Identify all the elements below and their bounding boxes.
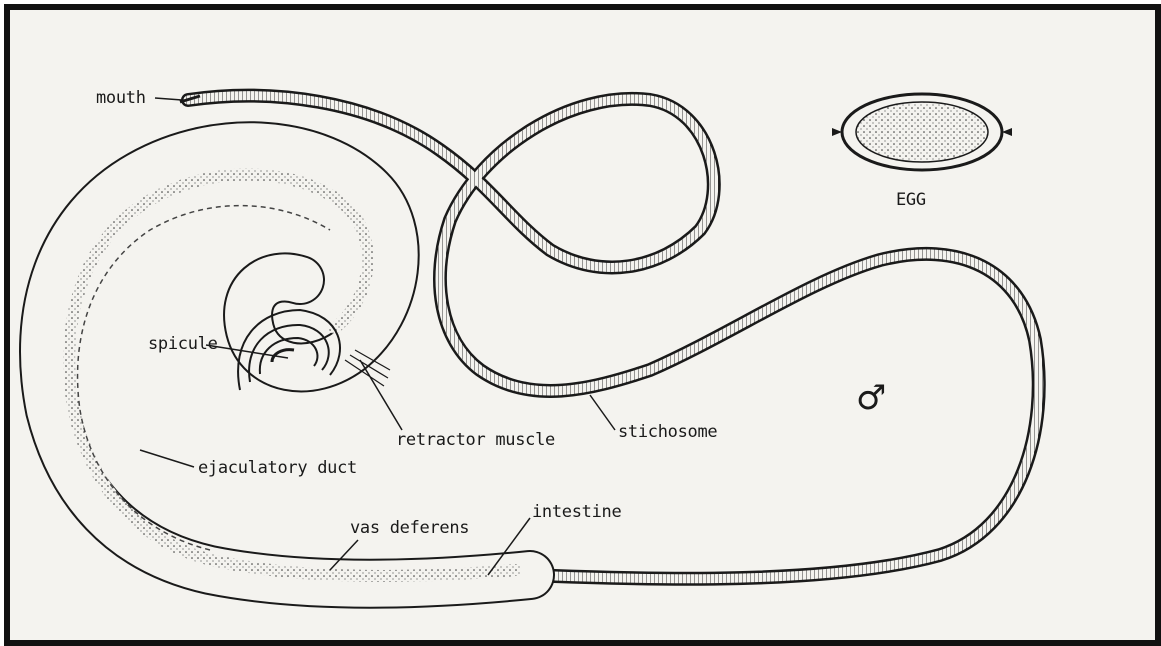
male-symbol: ♂ bbox=[856, 378, 886, 418]
diagram-frame: mouth EGG spicule retractor muscle stich… bbox=[4, 4, 1161, 646]
label-vas-deferens: vas deferens bbox=[350, 518, 469, 538]
label-intestine: intestine bbox=[532, 502, 621, 522]
label-egg: EGG bbox=[896, 190, 926, 210]
label-ejaculatory-duct: ejaculatory duct bbox=[198, 458, 357, 478]
leader-ejaculatory-duct bbox=[140, 450, 194, 467]
label-spicule: spicule bbox=[148, 334, 218, 354]
label-mouth: mouth bbox=[96, 88, 146, 108]
whipworm-illustration bbox=[10, 10, 1155, 640]
label-stichosome: stichosome bbox=[618, 422, 717, 442]
egg-illustration bbox=[832, 94, 1012, 170]
leader-retractor-muscle bbox=[360, 360, 402, 430]
label-retractor-muscle: retractor muscle bbox=[396, 430, 555, 450]
leader-mouth bbox=[155, 98, 182, 100]
leader-stichosome bbox=[590, 395, 615, 430]
